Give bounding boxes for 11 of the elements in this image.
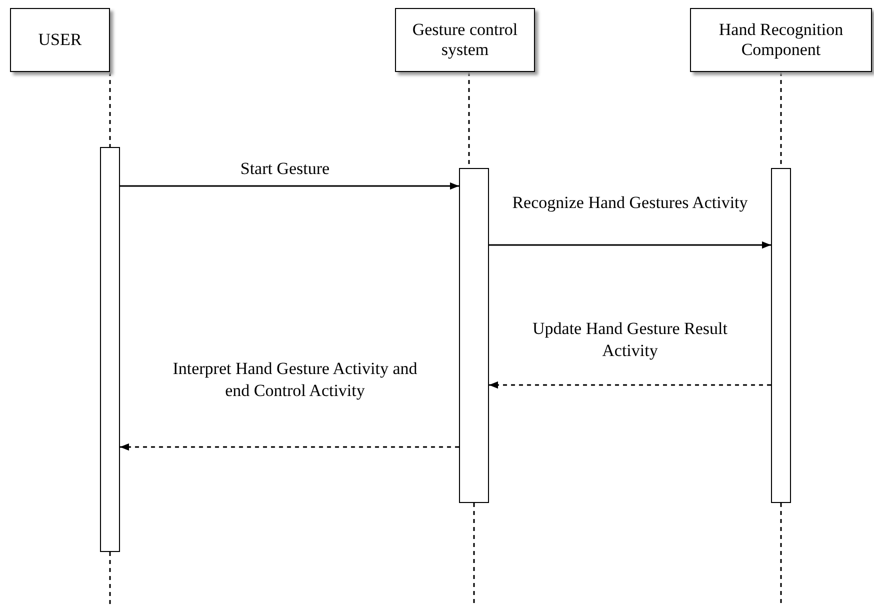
message-arrow (120, 443, 459, 451)
message-arrow (489, 381, 771, 389)
lifeline-header-box: Gesture control system (395, 8, 535, 72)
activation-bar (459, 168, 489, 503)
message-arrow (120, 182, 459, 190)
lifeline-header-box: USER (10, 8, 110, 72)
activation-bar (100, 147, 120, 552)
activation-bar (771, 168, 791, 503)
lifeline (109, 72, 111, 147)
lifeline-header-box: Hand Recognition Component (690, 8, 872, 72)
message-arrow (489, 241, 771, 249)
